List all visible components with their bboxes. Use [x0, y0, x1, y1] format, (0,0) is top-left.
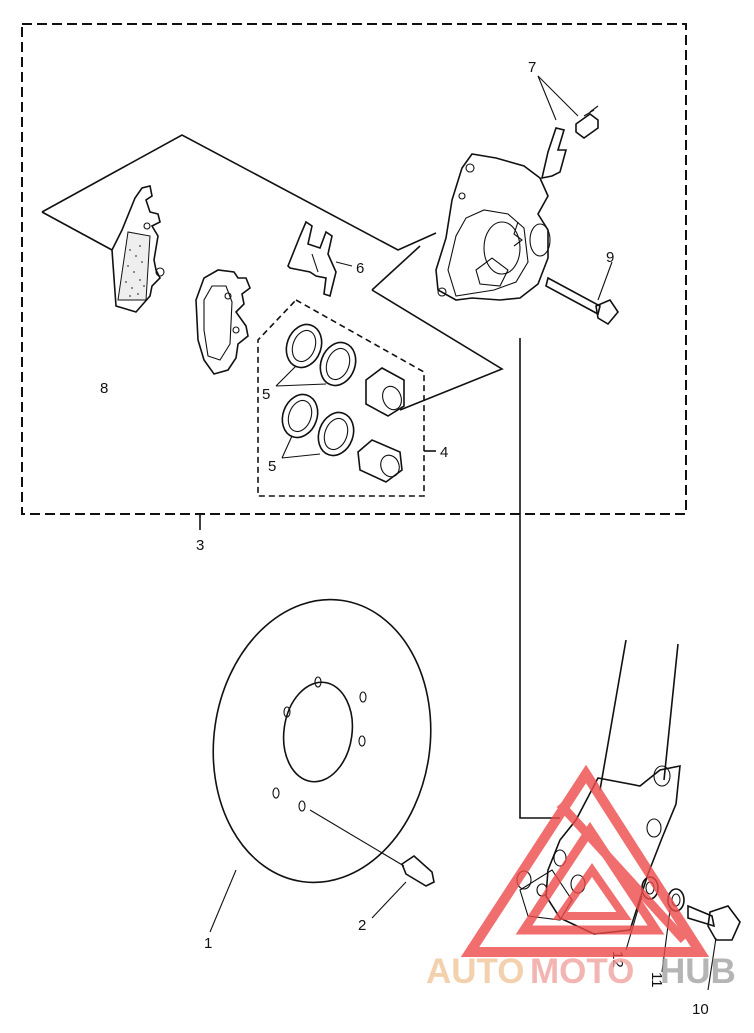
brake-disc — [209, 598, 432, 933]
caliper-assembly-box — [21, 23, 687, 530]
callout-10: 10 — [692, 1001, 709, 1018]
callout-3: 3 — [196, 537, 204, 554]
seal-kit-box — [257, 298, 436, 497]
assembly-guide-lines — [41, 134, 560, 819]
callout-11: 11 — [648, 972, 665, 988]
callout-9: 9 — [606, 249, 614, 266]
watermark-moto: MOTO — [530, 952, 634, 991]
automotohub-watermark: AUTO MOTO HUB — [426, 764, 736, 991]
watermark-hub: HUB — [660, 952, 736, 991]
callout-1: 1 — [204, 935, 212, 952]
bleed-screw — [537, 75, 599, 180]
callout-5-lower: 5 — [268, 458, 276, 475]
pistons — [357, 367, 405, 483]
brake-pad-front — [195, 269, 251, 375]
callout-8: 8 — [100, 380, 108, 397]
callout-6: 6 — [356, 260, 364, 277]
callout-4: 4 — [440, 444, 448, 461]
piston-seals — [275, 323, 357, 459]
disc-bolt — [371, 854, 435, 919]
callout-5-upper: 5 — [262, 386, 270, 403]
watermark-auto: AUTO — [426, 952, 525, 991]
callout-2: 2 — [358, 917, 366, 934]
caliper-body — [435, 153, 551, 301]
pad-spring — [287, 220, 353, 298]
callout-7: 7 — [528, 59, 536, 76]
brake-pad-rear — [111, 185, 165, 313]
watermark-triangle-logo — [460, 764, 710, 957]
caliper-bolt — [545, 261, 619, 326]
